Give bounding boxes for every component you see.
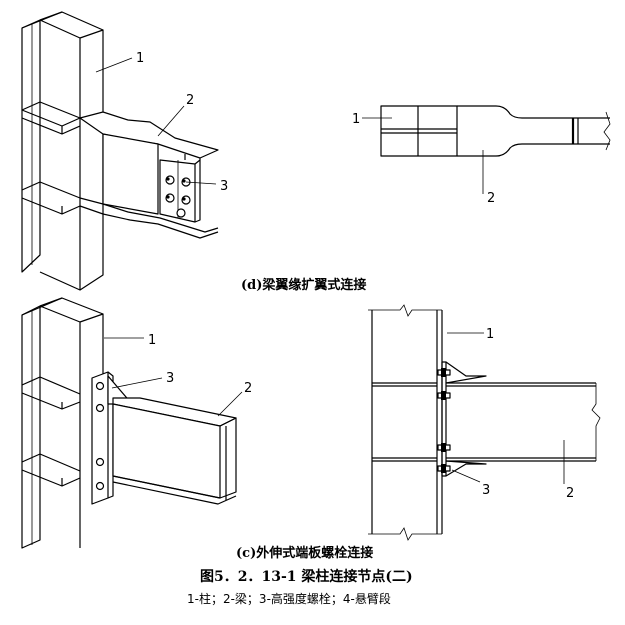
- label-d-plan-1: 1: [352, 112, 360, 127]
- panel-c-isometric-view: 1 3 2: [21, 297, 252, 549]
- caption-d: (d)梁翼缘扩翼式连接: [241, 277, 366, 293]
- label-d-plan-2: 2: [487, 191, 495, 206]
- column-c-iso: [21, 297, 104, 549]
- panel-c-elevation-view: 1 3 2: [368, 304, 601, 541]
- label-d-iso-1: 1: [136, 51, 144, 66]
- panel-d-plan-view: 1 2: [352, 105, 611, 206]
- bolt-row-c-elev: [437, 368, 451, 473]
- panel-d-isometric-view: 1 2 3: [21, 11, 228, 291]
- label-d-iso-3: 3: [220, 179, 228, 194]
- label-c-elev-1: 1: [486, 327, 494, 342]
- bolt-group-c: [95, 381, 105, 491]
- figure-legend: 1-柱；2-梁；3-高强度螺栓；4-悬臂段: [187, 591, 391, 606]
- caption-c: (c)外伸式端板螺栓连接: [236, 545, 373, 561]
- label-d-iso-2: 2: [186, 93, 194, 108]
- label-c-elev-2: 2: [566, 486, 574, 501]
- end-plate-c-iso: [91, 371, 133, 505]
- label-c-elev-3: 3: [482, 483, 490, 498]
- column-d-iso: [21, 11, 104, 291]
- beam-c-iso: [112, 397, 237, 505]
- label-c-iso-3: 3: [166, 371, 174, 386]
- figure-title: 图5．2．13-1 梁柱连接节点(二): [200, 568, 413, 585]
- label-c-iso-1: 1: [148, 333, 156, 348]
- label-c-iso-2: 2: [244, 381, 252, 396]
- beam-d-iso: [79, 111, 219, 239]
